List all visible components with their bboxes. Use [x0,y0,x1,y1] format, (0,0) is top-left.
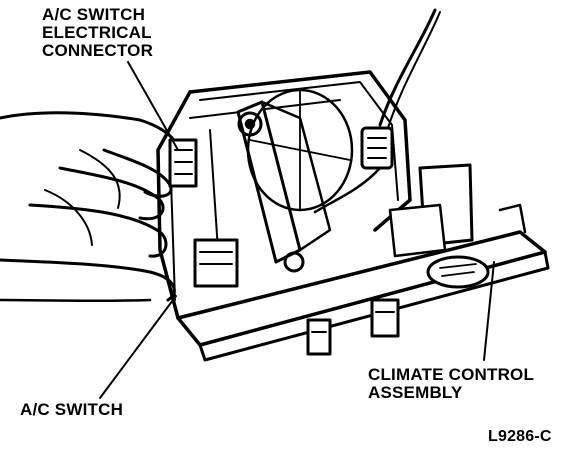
leader-lines [99,61,495,399]
callout-line: ELECTRICAL [42,23,152,42]
cable [387,11,441,129]
ac-switch-electrical-connector-label: A/C SWITCH ELECTRICAL CONNECTOR [42,6,153,60]
figure-id: L9286-C [488,428,552,445]
ac-switch [193,238,239,288]
hand-drawing [0,111,184,303]
callout-line: CLIMATE CONTROL [368,365,535,384]
cable-connector [313,126,394,214]
callout-line: A/C SWITCH [42,5,146,24]
rotary-disc [246,88,354,212]
knob-shafts [306,298,400,356]
callout-line: ASSEMBLY [368,383,463,402]
climate-control-assembly-label: CLIMATE CONTROL ASSEMBLY [368,366,534,402]
callout-line: CONNECTOR [42,41,154,60]
cable [378,8,437,127]
blower-switch-housing [388,163,474,258]
ac-switch-label: A/C SWITCH [20,400,124,419]
ac-switch-electrical-connector [168,138,198,188]
